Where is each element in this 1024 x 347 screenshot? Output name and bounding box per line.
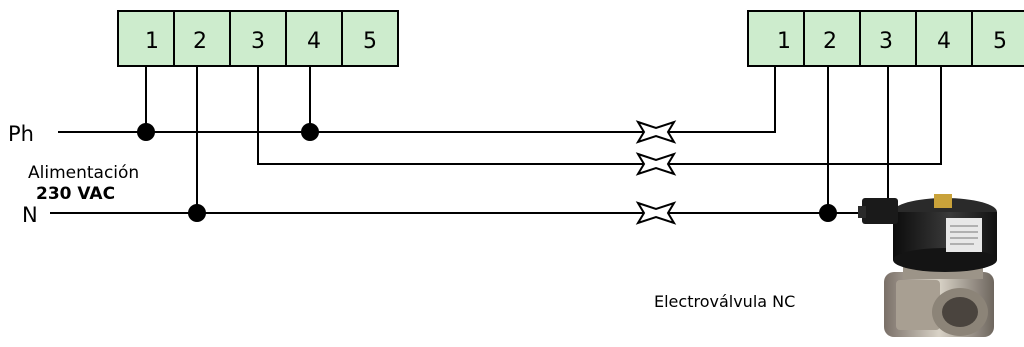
supply-voltage-label: 230 VAC <box>36 184 115 204</box>
cable-break-symbol <box>635 152 677 176</box>
junction-dot <box>137 123 155 141</box>
right-terminal-5-label: 5 <box>993 29 1007 54</box>
right-terminal-1-label: 1 <box>777 29 791 54</box>
right-terminal-4-label: 4 <box>937 29 951 54</box>
valve-label: Electroválvula NC <box>654 292 795 311</box>
left-terminal-4-label: 4 <box>307 29 321 54</box>
phase-wire <box>58 66 776 133</box>
junction-dot <box>188 204 206 222</box>
junction-dot <box>301 123 319 141</box>
junction-dot <box>819 204 837 222</box>
supply-label: Alimentación <box>28 163 139 183</box>
left-terminal-block: 1 2 3 4 5 <box>117 10 399 67</box>
cable-break-symbol <box>635 120 677 144</box>
left-terminal-5-label: 5 <box>363 29 377 54</box>
left-terminal-2-label: 2 <box>193 29 207 54</box>
bridge-wire-3-to-4 <box>257 66 942 165</box>
neutral-label: N <box>22 203 38 227</box>
phase-label: Ph <box>8 122 34 146</box>
solenoid-valve-image <box>858 194 997 337</box>
right-terminal-2-label: 2 <box>823 29 837 54</box>
right-terminal-block: 1 2 3 4 5 <box>747 10 1024 67</box>
cable-break-symbol <box>635 201 677 225</box>
left-terminal-3-label: 3 <box>251 29 265 54</box>
right-terminal-3-label: 3 <box>879 29 893 54</box>
left-terminal-1-label: 1 <box>145 29 159 54</box>
